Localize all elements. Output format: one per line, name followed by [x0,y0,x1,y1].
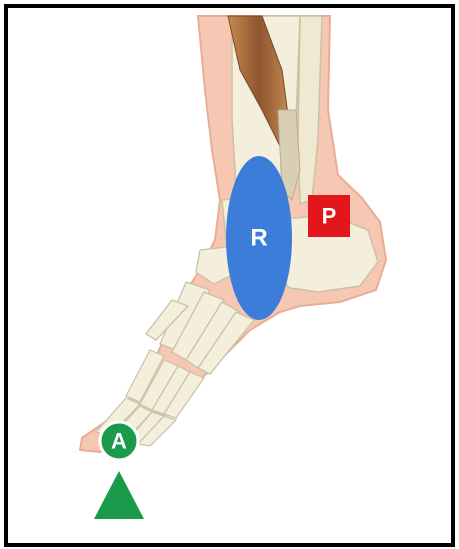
applied-force-label: A [111,429,127,454]
pivot-label: P [322,204,337,229]
green-triangle-fulcrum-icon [94,471,144,519]
resistance-label: R [250,225,267,252]
